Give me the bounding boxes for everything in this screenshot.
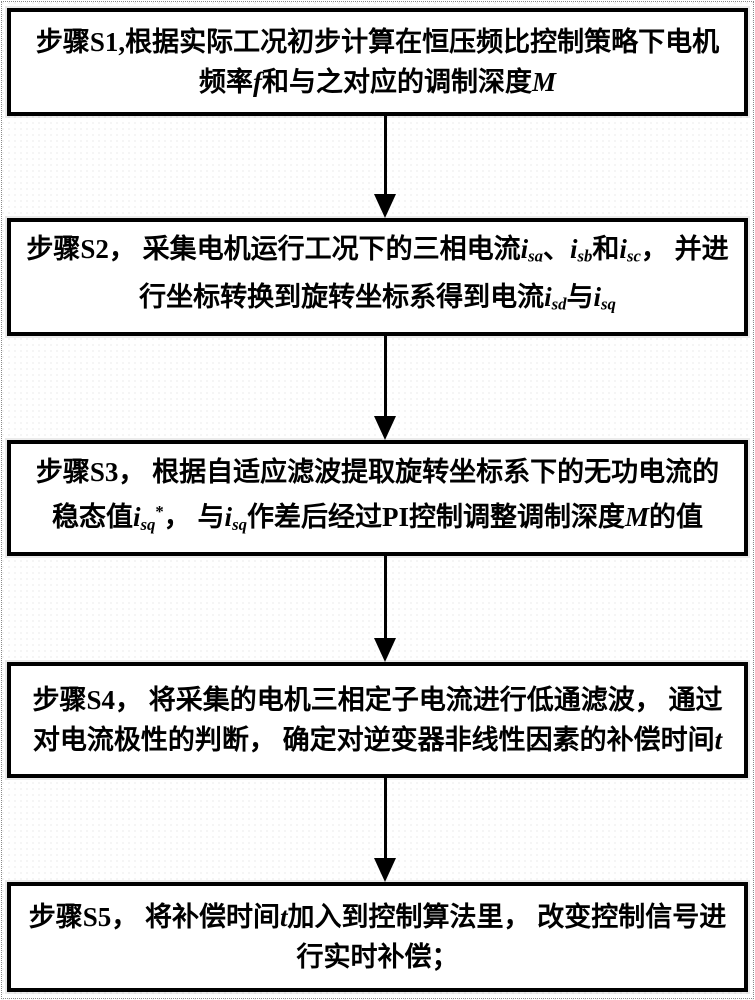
step-text-line: 频率f和与之对应的调制深度M: [198, 67, 556, 97]
step-text-line: 行坐标转换到旋转坐标系得到电流isd与isq: [139, 282, 616, 314]
arrow-shaft: [383, 336, 387, 416]
arrow-head: [374, 858, 396, 882]
step-text-line: 步骤S1,根据实际工况初步计算在恒压频比控制策略下电机: [35, 27, 720, 57]
arrow-down-icon: [373, 116, 397, 218]
flow-step-box-s4: 步骤S4， 将采集的电机三相定子电流进行低通滤波， 通过对电流极性的判断， 确定…: [7, 662, 748, 778]
step-text-line: 对电流极性的判断， 确定对逆变器非线性因素的补偿时间t: [32, 725, 723, 755]
arrow-down-icon: [373, 556, 397, 662]
arrow-down-icon: [373, 336, 397, 440]
arrow-shaft: [383, 778, 387, 858]
flow-step-box-s3: 步骤S3， 根据自适应滤波提取旋转坐标系下的无功电流的稳态值isq*， 与isq…: [7, 440, 748, 556]
arrow-down-icon: [373, 778, 397, 882]
flow-step-box-s5: 步骤S5， 将补偿时间t加入到控制算法里， 改变控制信号进行实时补偿；: [7, 882, 748, 992]
arrow-shaft: [383, 556, 387, 638]
step-text-line: 步骤S3， 根据自适应滤波提取旋转坐标系下的无功电流的: [35, 456, 720, 487]
arrow-shaft: [383, 116, 387, 194]
arrow-head: [374, 416, 396, 440]
step-text-line: 步骤S4， 将采集的电机三相定子电流进行低通滤波， 通过: [32, 685, 723, 715]
arrow-head: [374, 638, 396, 662]
arrow-head: [374, 194, 396, 218]
step-text-line: 步骤S2， 采集电机运行工况下的三相电流isa、isb和isc， 并进: [26, 234, 729, 266]
flow-step-box-s2: 步骤S2， 采集电机运行工况下的三相电流isa、isb和isc， 并进行坐标转换…: [7, 218, 748, 336]
step-text-line: 行实时补偿；: [296, 942, 459, 972]
step-text-line: 稳态值isq*， 与isq作差后经过PI控制调整调制深度M的值: [52, 501, 703, 534]
flow-step-box-s1: 步骤S1,根据实际工况初步计算在恒压频比控制策略下电机频率f和与之对应的调制深度…: [7, 8, 748, 116]
step-text-line: 步骤S5， 将补偿时间t加入到控制算法里， 改变控制信号进: [28, 902, 727, 932]
